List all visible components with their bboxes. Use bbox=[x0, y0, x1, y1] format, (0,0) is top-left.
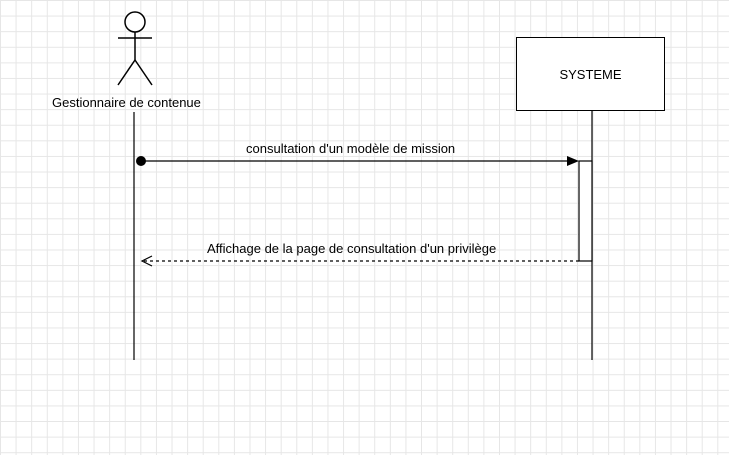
system-lifeline-box: SYSTEME bbox=[516, 37, 665, 111]
message-2-label: Affichage de la page de consultation d'u… bbox=[207, 241, 497, 256]
stick-figure-icon bbox=[117, 11, 153, 86]
activation-bar bbox=[578, 160, 593, 262]
actor-label: Gestionnaire de contenue bbox=[52, 95, 201, 110]
message-1-arrow bbox=[136, 156, 579, 166]
system-label: SYSTEME bbox=[559, 66, 622, 82]
message-2-arrow bbox=[140, 255, 579, 267]
message-1-label: consultation d'un modèle de mission bbox=[246, 141, 456, 156]
